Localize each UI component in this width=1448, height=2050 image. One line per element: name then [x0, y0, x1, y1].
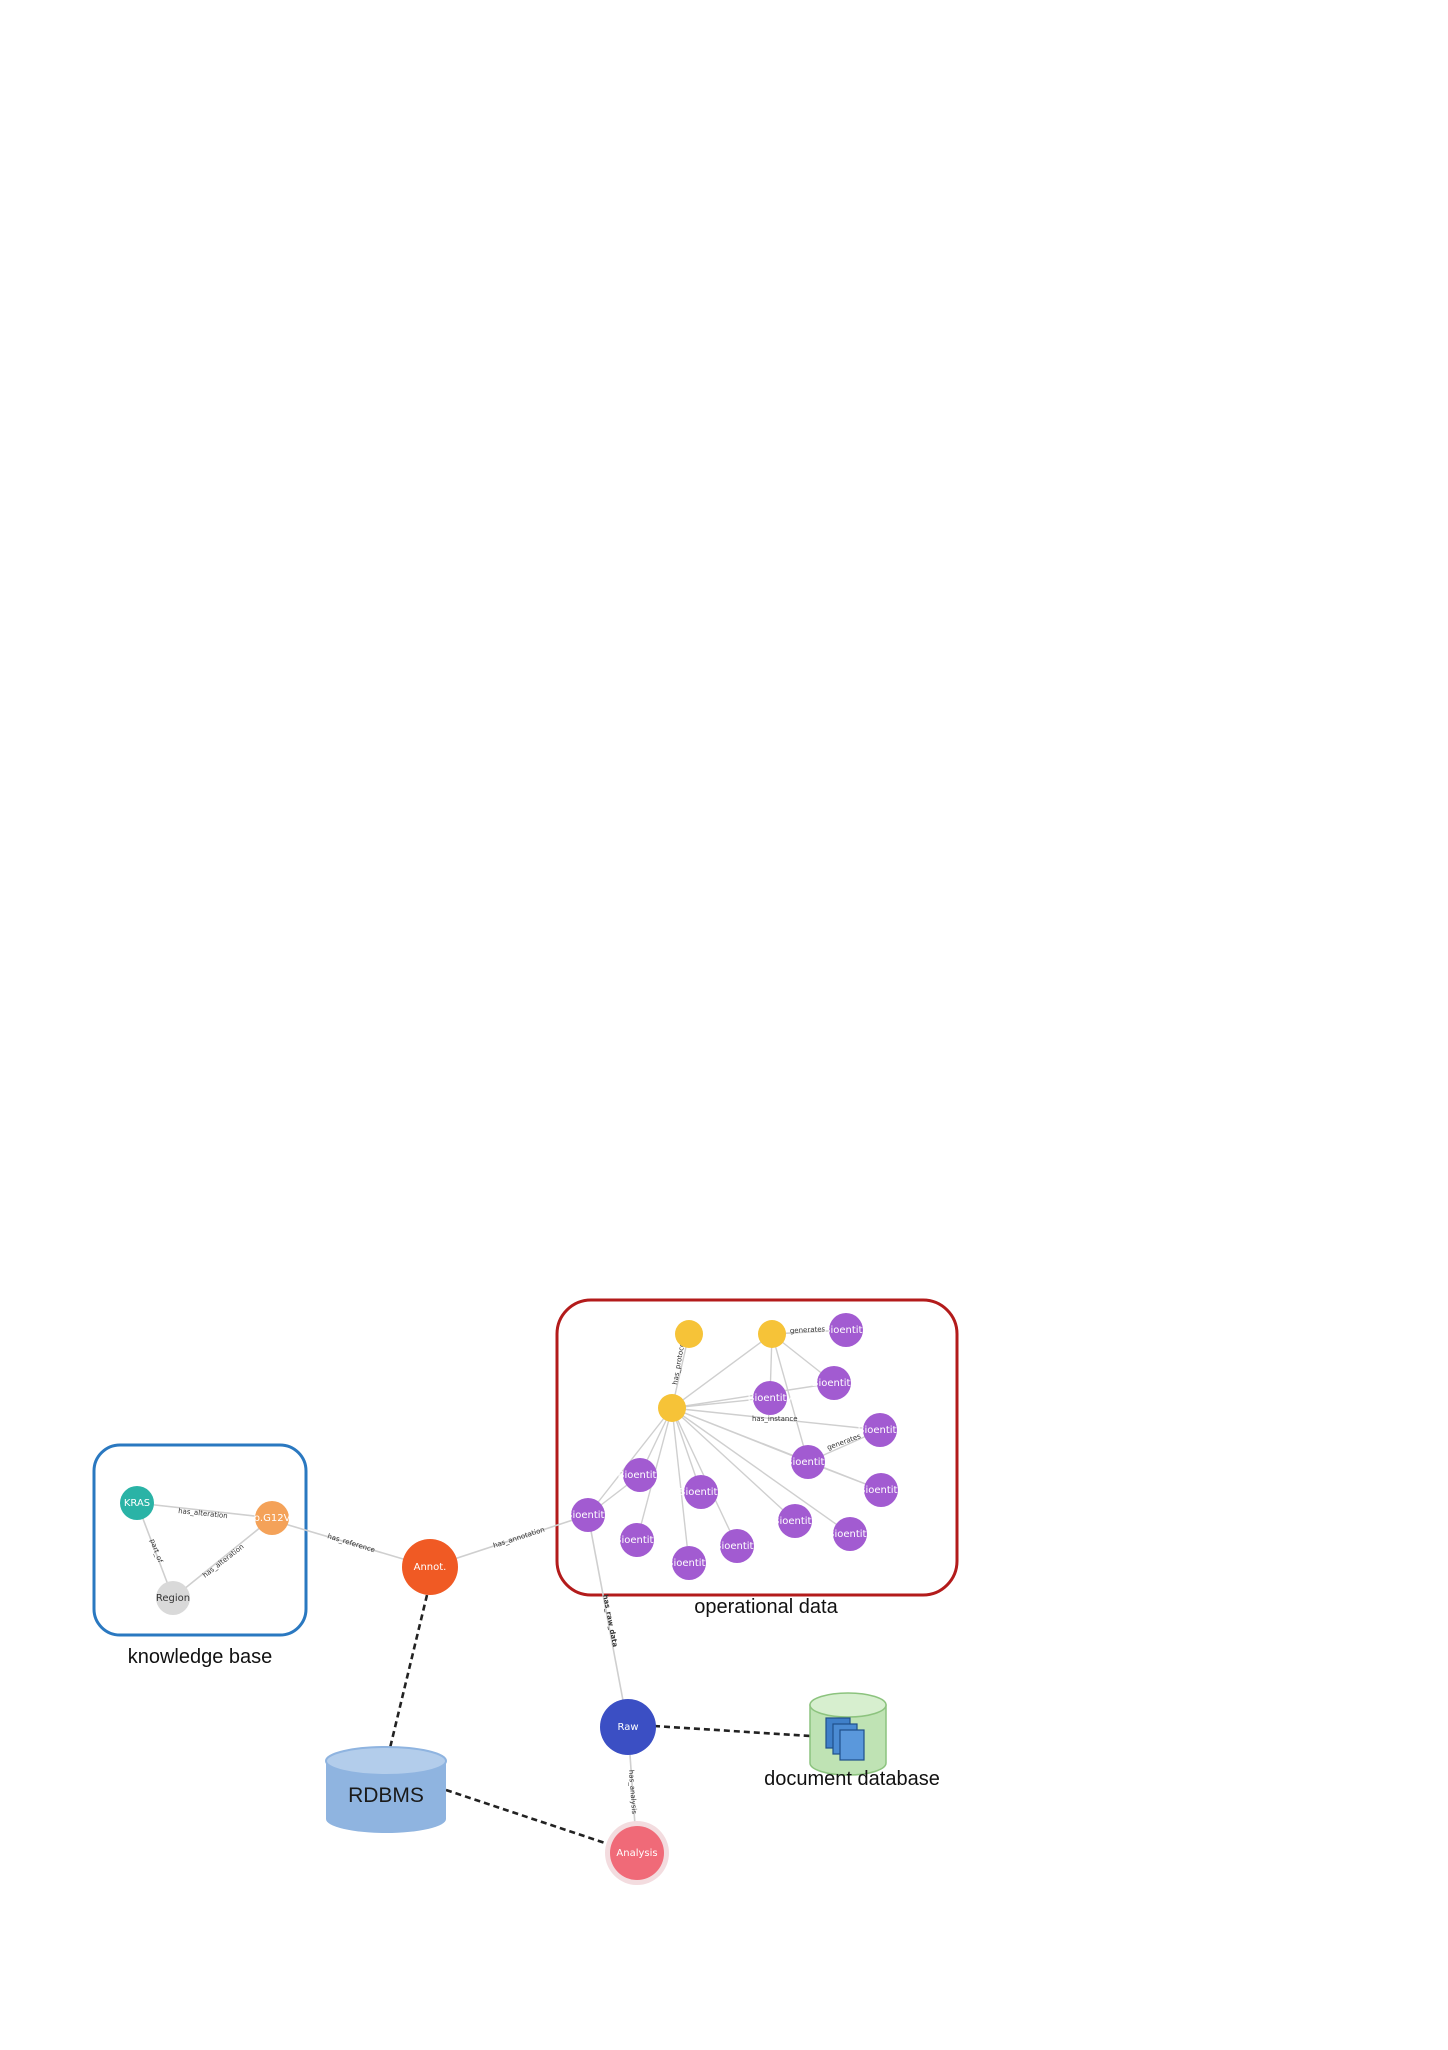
node-bioentity-label: Bioentity	[618, 1470, 663, 1481]
node-bioentity-label: Bioentity	[566, 1510, 611, 1521]
node-yellow-2[interactable]	[758, 1320, 786, 1348]
node-yellow-3[interactable]	[658, 1394, 686, 1422]
node-bioentity[interactable]: Bioentity	[748, 1381, 793, 1415]
node-bioentity[interactable]: Bioentity	[773, 1504, 818, 1538]
document-stack-icon	[825, 1717, 865, 1761]
node-p-g12v-label: p.G12V	[254, 1513, 291, 1524]
node-p-g12v[interactable]: p.G12V	[254, 1501, 291, 1535]
node-bioentity-label: Bioentity	[748, 1393, 793, 1404]
node-bioentity-label: Bioentity	[679, 1487, 724, 1498]
rdbms-analysis-link	[445, 1788, 615, 1848]
document-database-caption: document database	[764, 1768, 940, 1790]
node-bioentity-label: Bioentity	[824, 1325, 869, 1336]
operational-data-caption: operational data	[694, 1596, 838, 1618]
node-bioentity[interactable]: Bioentity	[618, 1458, 663, 1492]
node-bioentity[interactable]: Bioentity	[859, 1473, 904, 1507]
node-bioentity-label: Bioentity	[812, 1378, 857, 1389]
node-bioentity[interactable]: Bioentity	[679, 1475, 724, 1509]
node-bioentity-label: Bioentity	[786, 1457, 831, 1468]
node-bioentity[interactable]: Bioentity	[812, 1366, 857, 1400]
node-bioentity[interactable]: Bioentity	[615, 1523, 660, 1557]
edge-label-has-alteration-1: has_alteration	[178, 1507, 228, 1520]
operational-data-frame	[555, 1298, 959, 1597]
edge-label-has-reference: has_reference	[326, 1532, 375, 1554]
edge-g12v-region	[172, 1517, 273, 1599]
knowledge-base-caption: knowledge base	[128, 1646, 273, 1668]
node-bioentity[interactable]: Bioentity	[715, 1529, 760, 1563]
knowledge-base-frame	[92, 1443, 308, 1637]
node-analysis[interactable]: Analysis	[605, 1821, 669, 1885]
edge-label-has-annotation: has_annotation	[492, 1526, 546, 1550]
node-bioentity[interactable]: Bioentity	[667, 1546, 712, 1580]
node-bioentity[interactable]: Bioentity	[824, 1313, 869, 1347]
node-bioentity[interactable]: Bioentity	[858, 1413, 903, 1447]
node-kras-label: KRAS	[124, 1498, 150, 1509]
edge-label-has-alteration-2: has_alteration	[201, 1543, 245, 1580]
node-bioentity-label: Bioentity	[667, 1558, 712, 1569]
node-bioentity-label: Bioentity	[828, 1529, 873, 1540]
edge-kras-g12v	[136, 1502, 273, 1519]
node-bioentity-label: Bioentity	[715, 1541, 760, 1552]
node-bioentity-label: Bioentity	[615, 1535, 660, 1546]
database-cylinder-icon	[325, 1746, 447, 1833]
node-bioentity-label: Bioentity	[773, 1516, 818, 1527]
edge-bioentity-raw	[587, 1514, 629, 1728]
node-bioentity[interactable]: Bioentity	[566, 1498, 611, 1532]
edge-label-generates-1: generates	[790, 1325, 826, 1335]
node-raw-label: Raw	[617, 1722, 638, 1733]
node-region-label: Region	[156, 1593, 190, 1604]
node-kras[interactable]: KRAS	[120, 1486, 154, 1520]
raw-docdb-link	[653, 1724, 811, 1738]
annot-rdbms-link	[388, 1594, 429, 1749]
edge-label-has-instance: has_instance	[752, 1415, 798, 1423]
edge-label-part-of: part_of	[148, 1538, 164, 1564]
node-analysis-label: Analysis	[616, 1848, 657, 1859]
node-bioentity[interactable]: Bioentity	[828, 1517, 873, 1551]
edge-label-has-raw-data: has_raw_data	[601, 1594, 619, 1648]
node-raw[interactable]: Raw	[600, 1699, 656, 1755]
node-bioentity-label: Bioentity	[858, 1425, 903, 1436]
node-bioentity-label: Bioentity	[859, 1485, 904, 1496]
node-region[interactable]: Region	[156, 1581, 190, 1615]
edge-label-has-analysis: has_analysis	[627, 1770, 638, 1815]
node-annot[interactable]: Annot.	[402, 1539, 458, 1595]
rdbms-label: RDBMS	[348, 1784, 424, 1807]
node-annot-label: Annot.	[414, 1562, 447, 1573]
node-yellow-1[interactable]	[675, 1320, 703, 1348]
node-bioentity[interactable]: Bioentity	[786, 1445, 831, 1479]
